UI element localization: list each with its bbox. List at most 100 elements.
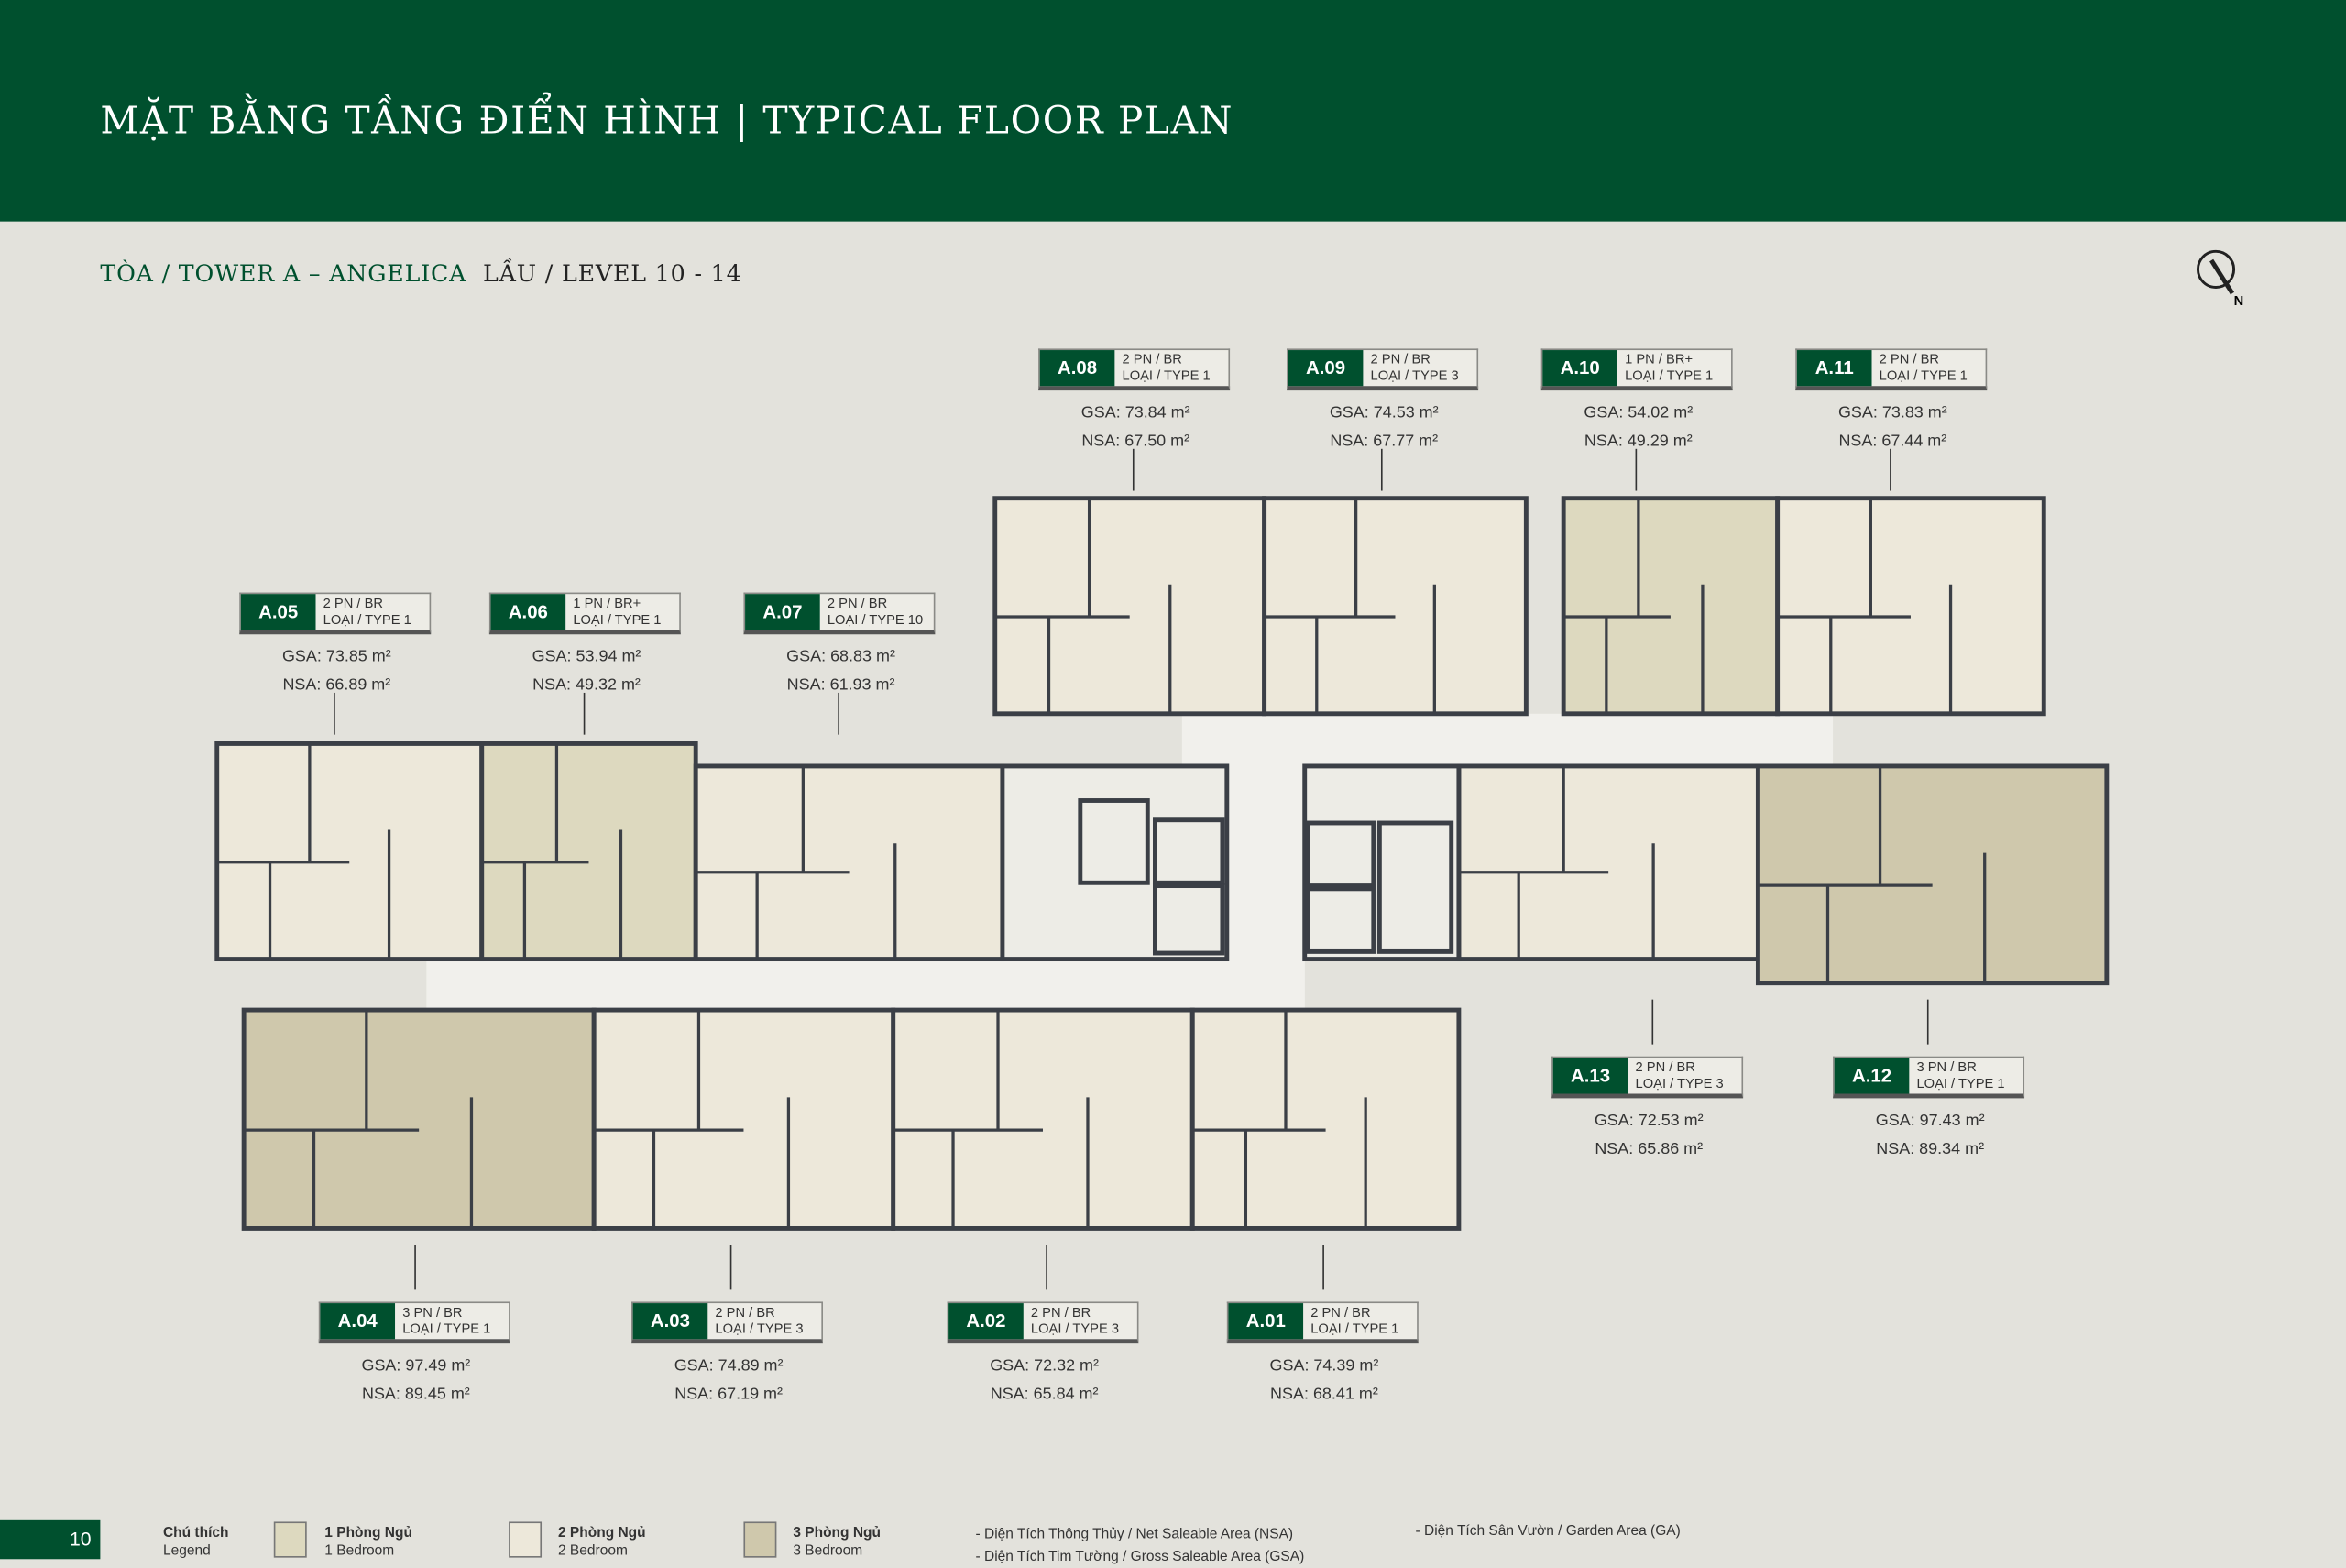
unit-gsa: GSA: 97.43 m² [1875, 1112, 1985, 1130]
unit-nsa: NSA: 89.34 m² [1876, 1140, 1985, 1158]
arrow-icon [1890, 448, 1891, 491]
unit-a08 [992, 496, 1267, 717]
unit-nsa: NSA: 65.84 m² [990, 1385, 1099, 1404]
compass-icon: N [2194, 248, 2253, 315]
subtitle: TÒA / TOWER A – ANGELICA LẦU / LEVEL 10 … [100, 260, 741, 287]
unit-gsa: GSA: 97.49 m² [361, 1356, 471, 1376]
elevator-shaft [1305, 886, 1376, 954]
unit-a03 [591, 1007, 896, 1231]
unit-type: LOẠI / TYPE 1 [1625, 367, 1714, 383]
unit-type: LOẠI / TYPE 1 [323, 610, 411, 627]
unit-bedrooms: 3 PN / BR [402, 1304, 463, 1321]
arrow-icon [334, 692, 335, 735]
unit-id: A.11 [1796, 350, 1872, 387]
unit-type: LOẠI / TYPE 1 [1879, 367, 1968, 383]
legend-swatch-3br [743, 1521, 777, 1558]
unit-type: LOẠI / TYPE 3 [1635, 1075, 1724, 1091]
legend-swatch-2br [509, 1521, 543, 1558]
unit-a02 [891, 1007, 1195, 1231]
unit-bedrooms: 2 PN / BR [1122, 351, 1182, 367]
unit-id: A.10 [1542, 350, 1617, 387]
unit-a13 [1456, 763, 1760, 962]
unit-bedrooms: 1 PN / BR+ [1625, 351, 1694, 367]
unit-type: LOẠI / TYPE 3 [715, 1320, 804, 1336]
unit-id: A.06 [490, 594, 566, 630]
unit-id: A.01 [1228, 1303, 1304, 1340]
unit-id: A.05 [240, 594, 316, 630]
arrow-icon [1651, 999, 1654, 1045]
arrow-icon [583, 692, 586, 735]
arrow-icon [414, 1245, 416, 1290]
unit-gsa: GSA: 74.89 m² [674, 1356, 784, 1376]
unit-nsa: NSA: 49.29 m² [1584, 432, 1693, 451]
unit-a06 [479, 741, 698, 962]
unit-nsa: NSA: 65.86 m² [1595, 1140, 1704, 1158]
unit-label: A.10 1 PN / BR+LOẠI / TYPE 1 GSA: 54.02 m²… [1540, 348, 1736, 456]
stair-core-right [1302, 763, 1462, 962]
legend-note-garden: - Diện Tích Sân Vườn / Garden Area (GA) [1415, 1523, 1681, 1541]
legend-notes: - Diện Tích Thông Thủy / Net Saleable Ar… [975, 1526, 1305, 1565]
unit-type: LOẠI / TYPE 1 [1122, 367, 1211, 383]
unit-id: A.08 [1039, 350, 1115, 387]
unit-bedrooms: 2 PN / BR [323, 595, 383, 611]
unit-nsa: NSA: 68.41 m² [1270, 1385, 1378, 1404]
unit-bedrooms: 2 PN / BR [715, 1304, 775, 1321]
tower-name: TÒA / TOWER A – ANGELICA [100, 260, 467, 288]
unit-gsa: GSA: 72.32 m² [990, 1356, 1100, 1376]
unit-bedrooms: 2 PN / BR [827, 595, 888, 611]
unit-gsa: GSA: 73.85 m² [281, 647, 391, 666]
arrow-icon [1635, 448, 1638, 491]
unit-card: A.10 1 PN / BR+LOẠI / TYPE 1 [1540, 348, 1733, 391]
unit-type: LOẠI / TYPE 3 [1370, 367, 1459, 383]
arrow-icon [838, 692, 839, 735]
elevator-shaft [1152, 883, 1225, 956]
unit-nsa: NSA: 61.93 m² [786, 675, 895, 695]
unit-bedrooms: 2 PN / BR [1310, 1304, 1371, 1321]
unit-gsa: GSA: 68.83 m² [786, 647, 895, 666]
unit-gsa: GSA: 53.94 m² [532, 647, 641, 666]
compass-label: N [2234, 294, 2244, 308]
unit-a11 [1775, 496, 2046, 717]
unit-id: A.09 [1288, 350, 1364, 387]
arrow-icon [1132, 448, 1135, 491]
corridors [426, 713, 1834, 1011]
arrow-icon [1322, 1245, 1324, 1290]
unit-nsa: NSA: 67.44 m² [1838, 432, 1947, 451]
arrow-icon [1380, 448, 1383, 491]
unit-a01 [1189, 1007, 1462, 1231]
stairwell [1376, 820, 1454, 954]
unit-a04 [241, 1007, 597, 1231]
elevator-shaft [1305, 820, 1376, 889]
elevator-shaft [1152, 817, 1225, 885]
unit-a09 [1262, 496, 1529, 717]
unit-id: A.13 [1552, 1058, 1628, 1094]
arrow-icon [1046, 1245, 1047, 1290]
unit-type: LOẠI / TYPE 1 [1916, 1075, 2005, 1091]
level-label: LẦU / [483, 260, 554, 288]
unit-bedrooms: 3 PN / BR [1916, 1058, 1977, 1075]
unit-gsa: GSA: 54.02 m² [1584, 403, 1694, 422]
arrow-icon [1926, 999, 1929, 1045]
legend-swatch-1br [273, 1521, 307, 1558]
unit-id: A.12 [1834, 1058, 1910, 1094]
unit-type: LOẠI / TYPE 1 [402, 1320, 491, 1336]
unit-nsa: NSA: 49.32 m² [532, 675, 641, 695]
